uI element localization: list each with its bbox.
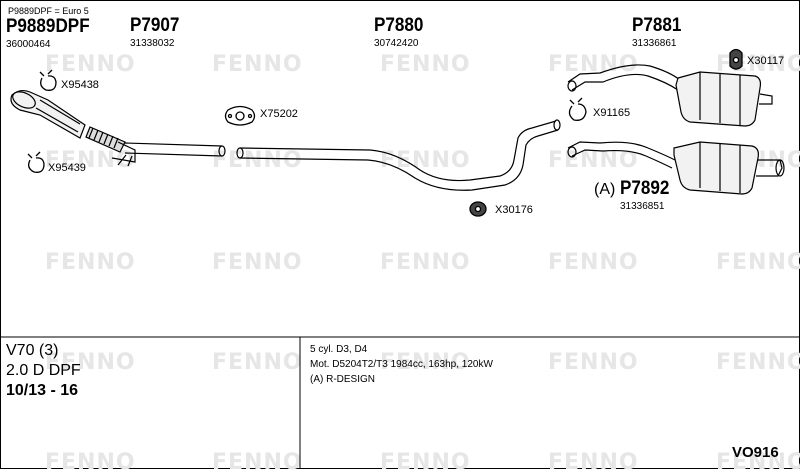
part-number-p7881: 31336861 [632, 38, 677, 49]
gasket-x75202-icon [224, 105, 256, 126]
part-code-p7880: P7880 [374, 15, 424, 36]
watermark-text: FENNO [212, 148, 303, 173]
part-number-p9889dpf: 36000464 [6, 39, 51, 50]
part-code-p9889dpf: P9889DPF [6, 16, 90, 37]
part-code-p7892: P7892 [620, 178, 670, 199]
watermark-text: FENNO [45, 350, 136, 375]
detail-line-1: 5 cyl. D3, D4 [310, 344, 368, 355]
reference-code: VO916 [732, 444, 779, 461]
clamp-x91165-icon [568, 97, 587, 121]
watermark-text: FENNO [716, 350, 800, 375]
watermark-text: FENNO [548, 350, 639, 375]
part-p7881-drawing [567, 64, 773, 127]
part-prefix-p7892: (A) [594, 181, 616, 198]
part-number-p7892: 31336851 [620, 201, 665, 212]
part-number-p7907: 31338032 [130, 38, 175, 49]
part-code-p7881: P7881 [632, 15, 682, 36]
rubber-mount-x30176-icon [469, 201, 487, 217]
watermark-text: FENNO [548, 250, 639, 275]
part-number-p7880: 30742420 [374, 38, 419, 49]
vehicle-model: V70 (3) [6, 342, 59, 359]
watermark-text: FENNO [212, 350, 303, 375]
part-p9889dpf-drawing [10, 89, 136, 167]
clamp-x95439-icon [27, 151, 45, 173]
accessory-x95438: X95438 [61, 79, 99, 91]
watermark-text: FENNO [45, 250, 136, 275]
part-p7907-drawing [124, 142, 226, 157]
vehicle-years: 10/13 - 16 [6, 382, 79, 399]
accessory-x75202: X75202 [260, 108, 298, 120]
watermark-text: FENNO [716, 250, 800, 275]
part-code-p7907: P7907 [130, 15, 180, 36]
watermark-text: FENNO [380, 250, 471, 275]
watermark-text: FENNO [212, 52, 303, 77]
part-p7892-drawing [567, 141, 785, 195]
clamp-x95438-icon [39, 69, 57, 91]
watermark-text: FENNO [212, 250, 303, 275]
watermark-text: FENNO [380, 52, 471, 77]
accessory-x95439: X95439 [48, 162, 86, 174]
rubber-mount-x30117-icon [729, 48, 743, 70]
detail-line-3: (A) R-DESIGN [310, 374, 375, 385]
watermark-text: FENNO [380, 148, 471, 173]
accessory-x30176: X30176 [495, 204, 533, 216]
accessory-x30117: X30117 [747, 55, 785, 67]
accessory-x91165: X91165 [593, 107, 631, 119]
detail-line-2: Mot. D5204T2/T3 1984cc, 163hp, 120kW [310, 359, 493, 370]
euro-norm-note: P9889DPF = Euro 5 [8, 6, 89, 16]
watermark-text: FENNO [45, 52, 136, 77]
watermark-text: FENNO [548, 148, 639, 173]
vehicle-engine: 2.0 D DPF [6, 362, 81, 379]
watermark-text: FENNO [380, 350, 471, 375]
part-p7880-drawing [236, 119, 561, 191]
